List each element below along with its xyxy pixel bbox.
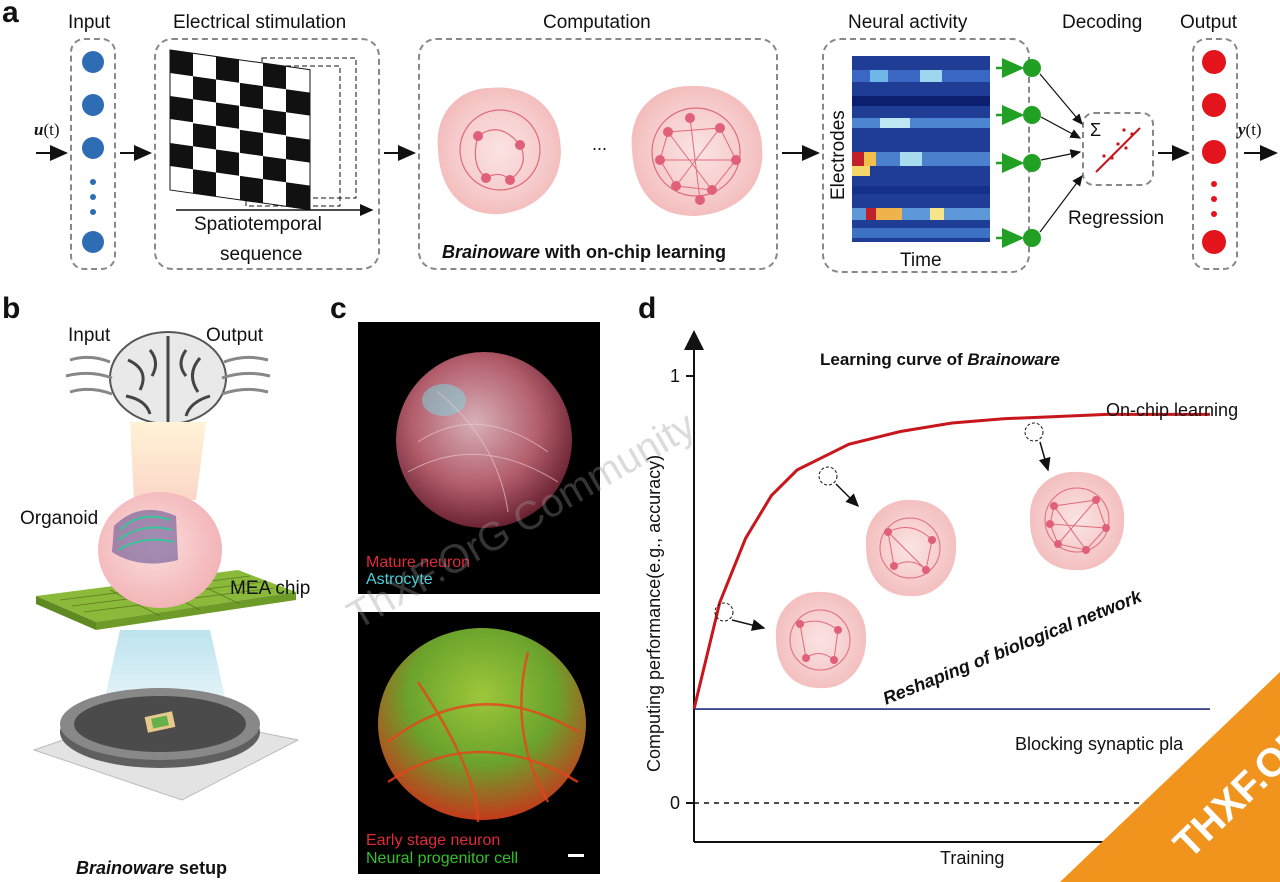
electrodes-label: Electrodes [828,110,849,200]
highlight-point-2 [818,466,838,486]
chart-title: Learning curve of Brainoware [820,350,1060,369]
organoid-mid [865,499,957,597]
neural-progenitor-label: Neural progenitor cell [366,850,519,867]
output-box [1192,38,1238,270]
readout-nodes [996,58,1083,248]
blocking-series-label: Blocking synaptic pla [1015,734,1184,754]
tick-label-0: 0 [670,793,681,813]
setup-caption: Brainoware setup [76,858,228,878]
panel-a-graphics [36,49,1278,254]
stimulation-box [154,38,380,270]
u-input-label: u(t) [34,120,60,139]
computation-title: Computation [543,12,651,33]
organoid-late [1029,471,1125,571]
panel-letter-a: a [2,0,19,29]
watermark-logo-badge: THXF.ORG [1060,672,1280,882]
neural-activity-heatmap [852,56,990,242]
checkerboard-stack [169,49,374,216]
early-stage-neuron-label: Early stage neuron [366,832,501,849]
series-line-1 [692,412,1210,710]
learning-curve-chart [684,330,1280,852]
y-axis-label: Computing performance(e.g., accuracy) [644,454,664,772]
regression-label: Regression [1068,208,1165,229]
highlight-point-3 [1024,422,1044,442]
time-label: Time [900,250,942,271]
mea-chip-label: MEA chip [230,578,311,599]
spatiotemporal-label: Spatiotemporal [194,214,322,235]
sequence-label: sequence [220,244,303,265]
decoding-title: Decoding [1062,12,1143,33]
astrocyte-label: Astrocyte [366,571,433,588]
input-dots [82,51,104,253]
output-title: Output [1180,12,1238,33]
pointer-arrow-1 [731,619,766,631]
computation-box [418,38,778,270]
organoid-image-top [358,322,600,594]
output-dots [1202,50,1226,254]
stim-title: Electrical stimulation [173,12,347,33]
regression-box [1082,112,1154,186]
y-output-label: y(t) [1238,120,1262,139]
onchip-series-label: On-chip learning [1106,400,1239,420]
ellipsis: ... [592,134,608,154]
neural-activity-title: Neural activity [848,12,968,33]
b-input-label: Input [68,325,111,346]
mature-neuron-label: Mature neuron [366,554,471,571]
sigma-symbol: Σ [1090,120,1102,140]
tick-label-1: 1 [670,366,681,386]
brainoware-caption: Brainoware with on-chip learning [442,242,727,262]
organoid-early [775,591,867,689]
panel-letter-d: d [638,292,657,325]
input-title: Input [68,12,111,33]
b-output-label: Output [206,325,264,346]
pointer-arrow-3 [1038,441,1051,472]
x-axis-label: Training [940,848,1005,868]
organoid-image-bottom [358,612,600,874]
brainoware-setup-illustration [32,331,300,801]
organoid-dense-network [631,85,763,216]
pointer-arrow-2 [835,483,860,508]
highlight-point-1 [714,602,734,622]
panel-letter-b: b [2,292,21,325]
input-box [70,38,116,270]
regression-plot [1095,127,1141,173]
panel-letter-c: c [330,292,347,325]
organoid-label: Organoid [20,508,99,529]
organoid-small-network [437,87,561,215]
